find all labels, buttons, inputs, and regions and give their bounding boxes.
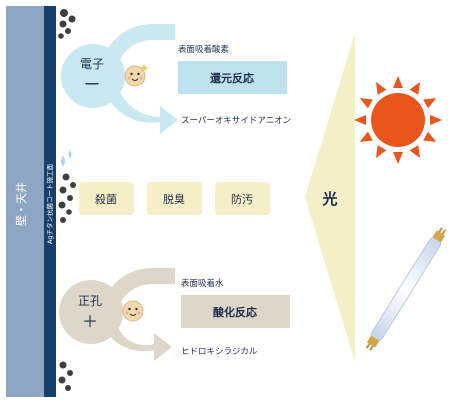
hole-product-label: ヒドロキシラジカル (181, 347, 258, 357)
effect-box-1 (79, 182, 134, 215)
electron-surface-label: 表面吸着酸素 (178, 44, 230, 55)
wall-label: 壁・天井 (14, 182, 28, 226)
light-label: 光 (321, 190, 337, 208)
water-drop-icon (61, 150, 72, 166)
hole-name: 正孔 (78, 294, 102, 308)
particle-mascot-icon (124, 64, 149, 87)
oxidation-reaction-box (181, 295, 290, 328)
effect-box-2 (147, 182, 202, 215)
electron-product-label: スーパーオキサイドアニオン (181, 116, 291, 126)
hole-surface-label: 表面吸着水 (181, 278, 224, 289)
effect-label-3: 防汚 (231, 192, 253, 206)
hole-circle (59, 280, 123, 344)
oxidation-reaction-label: 酸化反応 (213, 305, 257, 319)
hole-arrow (100, 268, 175, 361)
reduction-reaction-box (178, 61, 287, 94)
effect-label-2: 脱臭 (163, 192, 185, 206)
particle-mascot-icon (122, 300, 144, 322)
reduction-reaction-label: 還元反応 (210, 71, 254, 85)
effect-box-3 (215, 182, 270, 215)
fluorescent-lamp-icon (365, 227, 447, 351)
effect-label-1: 殺菌 (95, 192, 117, 206)
light-beam (305, 33, 355, 362)
electron-name: 電子 (80, 57, 104, 71)
electron-sign: ー (84, 75, 100, 94)
electron-circle (61, 44, 125, 108)
hole-sign: ＋ (82, 312, 98, 331)
wall-panel (6, 6, 44, 397)
germ-icon (58, 9, 76, 391)
coat-layer (44, 6, 56, 397)
sun-icon (354, 76, 442, 164)
coat-label: Agチタン抗菌コート施工面 (45, 163, 54, 244)
electron-arrow (100, 24, 178, 134)
